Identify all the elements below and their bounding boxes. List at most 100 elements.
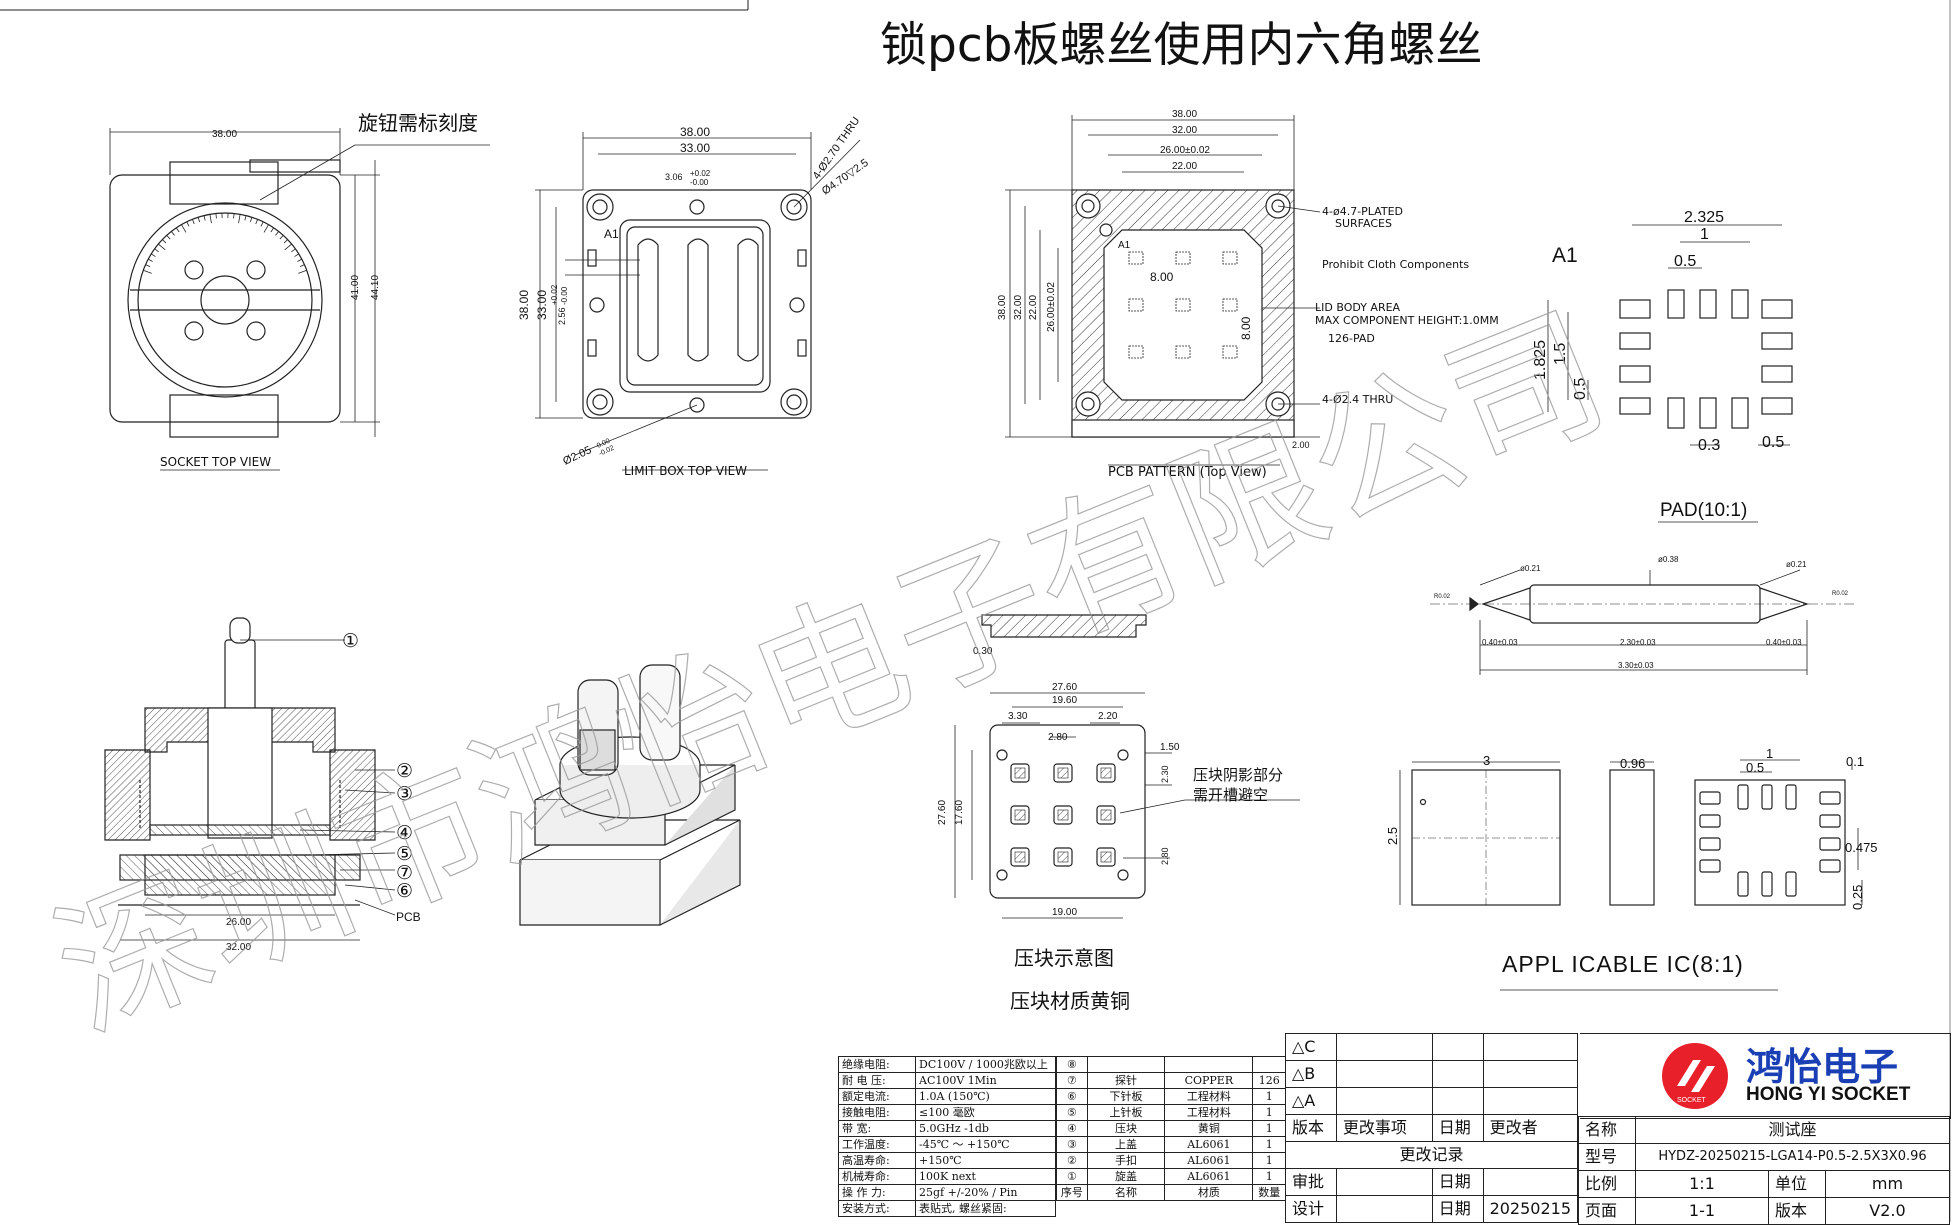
land-pad: [1620, 300, 1650, 318]
press-pad-relief: [1101, 768, 1111, 778]
pcb-w3: 26.00±0.02: [1160, 145, 1210, 156]
dial-tick: [158, 244, 165, 250]
spec-value: -45℃ ～ +150℃: [916, 1137, 1056, 1153]
bom-no: ⑦: [1057, 1073, 1088, 1089]
design-label: 设计: [1286, 1196, 1337, 1223]
lb-hole: Ø2.05: [561, 444, 593, 468]
dial-tick: [148, 259, 152, 261]
socket-top-view: [110, 128, 490, 470]
bom-name: 上针板: [1087, 1105, 1165, 1121]
bom-no: ⑤: [1057, 1105, 1088, 1121]
bom-mat: 材质: [1165, 1185, 1253, 1201]
dial-tick: [182, 225, 187, 233]
press-pad-relief: [1058, 852, 1068, 862]
pin-r2: R0.02: [1832, 591, 1849, 597]
land-pad: [1732, 398, 1748, 428]
bom-mat: AL6061: [1165, 1169, 1253, 1185]
press-block-label: 压块示意图: [1014, 946, 1114, 970]
ic-w: 3: [1483, 753, 1490, 768]
land-pad: [1762, 366, 1792, 382]
page-value: 1-1: [1636, 1198, 1769, 1225]
bom-name: 旋盖: [1087, 1169, 1165, 1185]
rev-hdr-item: 更改事项: [1336, 1115, 1432, 1142]
scale-label: 比例: [1579, 1171, 1636, 1198]
dial-tick: [239, 214, 241, 223]
ic-pad: [1700, 792, 1720, 804]
spec-value: DC100V / 1000兆欧以上: [916, 1057, 1056, 1073]
spec-key: 工作温度:: [839, 1137, 916, 1153]
pcb-note-5: 126-PAD: [1328, 332, 1375, 345]
spec-key: 接触电阻:: [839, 1105, 916, 1121]
pcb-w1: 38.00: [1172, 109, 1197, 120]
pcb-note-3: LID BODY AREA: [1315, 301, 1401, 314]
land-pad: [1620, 333, 1650, 349]
bom-mat: 工程材料: [1165, 1089, 1253, 1105]
pcb-w2: 32.00: [1172, 125, 1197, 136]
land-pad: [1668, 398, 1684, 428]
spec-row: 安装方式:表贴式, 螺丝紧固:: [839, 1201, 1056, 1217]
dial-tick: [143, 270, 151, 273]
pb-w1: 27.60: [1052, 682, 1077, 693]
dial-tick: [271, 228, 274, 232]
pin-dend1: ø0.21: [1520, 564, 1541, 573]
dial-tick: [210, 214, 212, 223]
dial-tick: [297, 259, 301, 261]
spec-key: 带 宽:: [839, 1121, 916, 1137]
rev-row-c: △C: [1286, 1034, 1337, 1061]
pcb-pad: [1176, 299, 1190, 311]
ic-p1: 1: [1766, 746, 1773, 761]
bom-qty: 1: [1253, 1153, 1286, 1169]
page-label: 页面: [1579, 1198, 1636, 1225]
pb-h2: 17.60: [954, 800, 965, 825]
unit-value: mm: [1826, 1171, 1950, 1198]
pcb-h3: 22.00: [1028, 295, 1039, 320]
ic-pad: [1786, 785, 1796, 809]
company-name-cn: 鸿怡电子: [1746, 1036, 1898, 1091]
dial-tick: [176, 228, 179, 232]
ic-pad: [1820, 792, 1840, 804]
unit-label: 单位: [1769, 1171, 1826, 1198]
spec-row: 耐 电 压:AC100V 1Min: [839, 1073, 1056, 1089]
pin-dend2: ø0.21: [1786, 560, 1807, 569]
dial-tick: [275, 231, 278, 235]
press-pad-relief: [1015, 768, 1025, 778]
lb-slot-tol-m: -0.00: [690, 178, 709, 187]
pin-l2: 2.30±0.03: [1620, 638, 1656, 647]
lb-h1: 38.00: [517, 290, 531, 320]
bom-mat: 工程材料: [1165, 1105, 1253, 1121]
pb-d: 1.50: [1160, 742, 1180, 753]
bom-header-row: 序号名称材质数量: [1057, 1185, 1286, 1201]
bom-mat: [1165, 1057, 1253, 1073]
dial-tick: [151, 254, 155, 257]
bom-no: ④: [1057, 1121, 1088, 1137]
ic-h: 2.5: [1385, 827, 1400, 845]
spec-key: 高温寿命:: [839, 1153, 916, 1169]
bom-qty: 1: [1253, 1137, 1286, 1153]
pin-r1: R0.02: [1434, 594, 1451, 600]
ic-pad: [1820, 838, 1840, 850]
balloon-1: ①: [342, 630, 359, 652]
rev-hdr-by: 更改者: [1483, 1115, 1577, 1142]
pcb-w4: 22.00: [1172, 161, 1197, 172]
bom-no: 序号: [1057, 1185, 1088, 1201]
socket-top-label: SOCKET TOP VIEW: [160, 455, 271, 469]
bom-qty: 1: [1253, 1121, 1286, 1137]
spec-value: 1.0A (150℃): [916, 1089, 1056, 1105]
bom-qty: 数量: [1253, 1185, 1286, 1201]
pin-l3: 0.40±0.03: [1766, 638, 1802, 647]
press-pad-relief: [1015, 810, 1025, 820]
dial-tick: [171, 231, 174, 235]
lb-pitch: 2.56: [557, 307, 567, 325]
company-logo-mark: SOCKET: [1655, 1036, 1745, 1116]
dial-tick: [300, 265, 305, 267]
press-pad-relief: [1015, 852, 1025, 862]
bom-row: ⑧: [1057, 1057, 1286, 1073]
bom-name: 压块: [1087, 1121, 1165, 1137]
pb-note2: 需开槽避空: [1193, 786, 1268, 804]
dial-tick: [198, 217, 200, 222]
